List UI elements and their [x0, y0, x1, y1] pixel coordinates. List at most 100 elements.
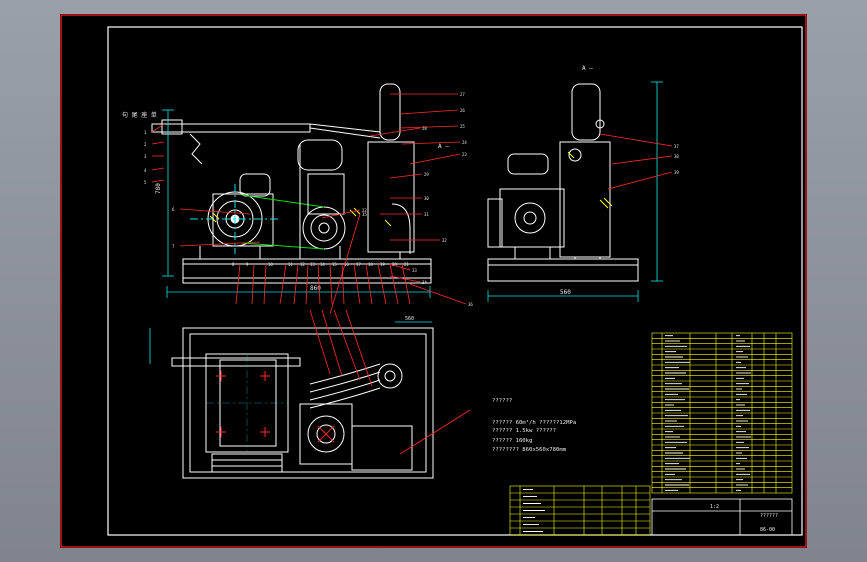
- balloon-number: 8: [232, 262, 235, 267]
- balloon-number: 15: [332, 262, 337, 267]
- parts-tag: 句 尾 座 单: [122, 111, 157, 119]
- outer-border: [60, 14, 807, 548]
- side-head: [507, 153, 549, 175]
- leader-line: [389, 275, 421, 283]
- dim-side-text: 560: [560, 289, 571, 296]
- leader-line: [309, 309, 331, 375]
- view-label: A —: [582, 65, 593, 72]
- balloon-number: 29: [424, 172, 429, 177]
- balloon-number: 19: [380, 262, 385, 267]
- bom-outline: [509, 485, 651, 536]
- front-view: [151, 83, 432, 284]
- side-dimensions: [487, 81, 663, 302]
- plan-center-lines: [206, 354, 288, 452]
- bom-table-lower: [509, 485, 651, 536]
- leader-line: [317, 263, 321, 305]
- title-name: ??????: [760, 513, 778, 519]
- leader-line: [321, 209, 361, 219]
- hatch-marks: [209, 207, 392, 227]
- balloon-number: 13: [310, 262, 315, 267]
- balloon-number: 38: [674, 154, 679, 159]
- leader-line: [409, 283, 467, 305]
- balloon-number: 4: [144, 168, 147, 173]
- compressor-head: [297, 139, 343, 171]
- side-flywheel: [487, 198, 503, 248]
- balloon-number: 14: [320, 262, 325, 267]
- compressor-pulley: [302, 206, 346, 250]
- notes-line-1: ?????? 60m³/h ??????12MPa: [492, 419, 576, 426]
- leader-line: [353, 263, 361, 305]
- bom-table: [651, 332, 793, 494]
- technical-notes: ?????? ?????? 60m³/h ??????12MPa ?????? …: [492, 398, 576, 453]
- balloon-number: 11: [288, 262, 293, 267]
- leader-line: [377, 263, 387, 305]
- balloon-number: 28: [422, 126, 427, 131]
- balloon-number: 39: [674, 170, 679, 175]
- balloon-number: 24: [462, 140, 467, 145]
- plan-filter: [377, 363, 403, 389]
- plan-view: [171, 327, 434, 479]
- title-drawing-no: 86-00: [760, 527, 775, 533]
- air-tank: [367, 141, 415, 253]
- balloon-number: 3: [144, 154, 147, 159]
- balloon-number: 31: [424, 212, 429, 217]
- notes-title: ??????: [492, 398, 512, 404]
- leader-line: [279, 263, 287, 305]
- balloon-number: 10: [268, 262, 273, 267]
- drawing-canvas[interactable]: 860 780 句 尾 座 单 560 A — A —: [60, 14, 807, 548]
- leader-line: [341, 263, 345, 305]
- balloon-number: 17: [356, 262, 361, 267]
- leader-line: [151, 141, 165, 145]
- plan-cross-marks: [216, 371, 335, 443]
- balloon-number: 12: [300, 262, 305, 267]
- leader-line: [293, 263, 299, 305]
- balloon-number: 30: [424, 196, 429, 201]
- balloon-number: 16: [344, 262, 349, 267]
- plan-frame: [182, 327, 434, 479]
- notes-line-2: ?????? 1.5kw ??????: [492, 428, 556, 434]
- leader-line: [151, 179, 165, 183]
- side-base: [487, 258, 639, 282]
- notes-line-4: ???????? 860x560x780mm: [492, 447, 567, 453]
- section-mark: A —: [438, 143, 449, 150]
- leader-line: [607, 171, 673, 190]
- leader-line: [305, 263, 309, 305]
- title-scale: 1:2: [710, 504, 719, 510]
- balloon-number: 22: [362, 208, 367, 213]
- balloon-number: 20: [392, 262, 397, 267]
- leader-line: [389, 173, 423, 179]
- leader-line: [329, 213, 361, 315]
- side-crank: [499, 188, 565, 248]
- front-dimensions: [162, 109, 431, 298]
- plan-dimensions: [149, 321, 432, 364]
- compressor-cylinder: [307, 173, 345, 215]
- balloon-number: 36: [468, 302, 473, 307]
- balloon-number: 27: [460, 92, 465, 97]
- leader-line: [389, 263, 411, 271]
- balloon-number: 35: [362, 212, 367, 217]
- plan-pipe: [171, 357, 301, 367]
- leader-line: [263, 263, 267, 305]
- leader-line: [369, 127, 421, 137]
- leader-line: [151, 123, 165, 133]
- leader-line: [409, 153, 461, 165]
- balloon-number: 23: [462, 152, 467, 157]
- dim-height-text: 780: [155, 183, 162, 194]
- motor-top: [239, 173, 271, 197]
- balloon-number: 1: [144, 130, 147, 135]
- leader-line: [179, 241, 261, 247]
- leader-line: [365, 263, 373, 305]
- leader-line: [251, 263, 255, 305]
- balloon-number: 21: [404, 262, 409, 267]
- side-hatch: [567, 151, 613, 209]
- side-filter: [571, 83, 601, 141]
- inlet-valve: [161, 119, 183, 135]
- balloon-number: 2: [144, 142, 147, 147]
- dim-width-text: 860: [310, 285, 321, 292]
- balloon-number: 32: [442, 238, 447, 243]
- leader-line: [399, 409, 471, 455]
- drawing-sheet[interactable]: 860 780 句 尾 座 单 560 A — A —: [60, 14, 807, 548]
- title-block: [651, 498, 793, 536]
